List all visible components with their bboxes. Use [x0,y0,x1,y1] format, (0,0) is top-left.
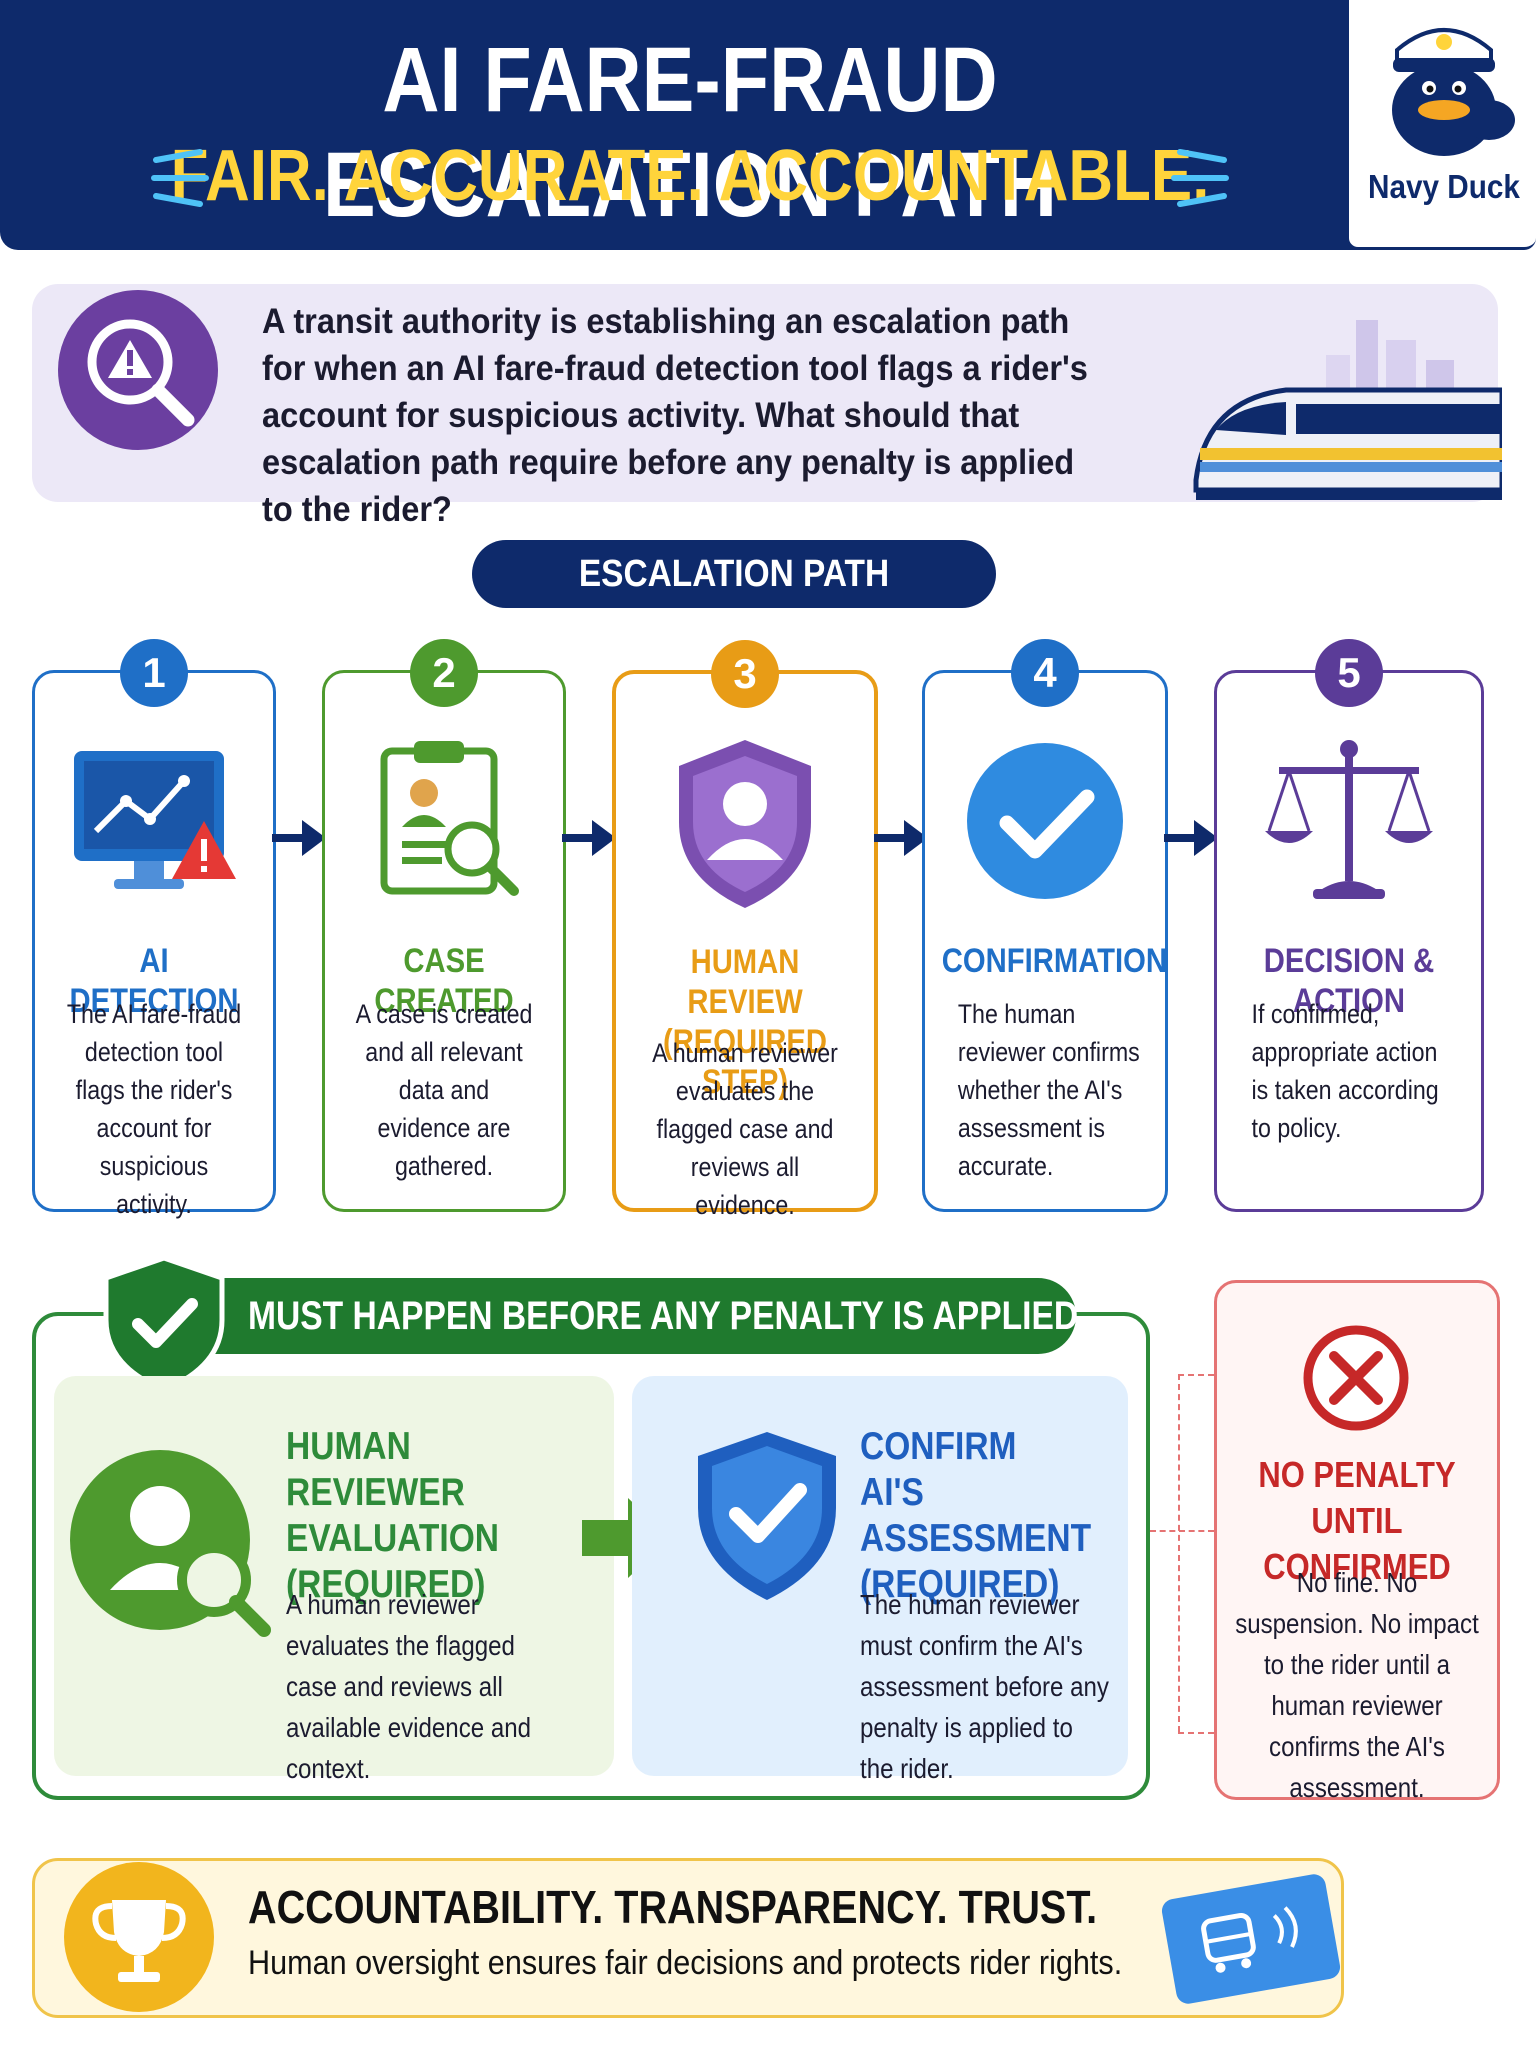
no-penalty-description: No fine. No suspension. No impact to the… [1235,1567,1479,1803]
arrow-right-icon [272,820,326,856]
footer-title: ACCOUNTABILITY. TRANSPARENCY. TRUST. [248,1881,1098,1933]
clipboard-search-icon [380,741,519,896]
monitor-alert-icon [74,751,236,889]
no-penalty-title: NO PENALTY UNTIL CONFIRMED [1258,1454,1456,1587]
user-search-icon [70,1450,271,1637]
scales-of-justice-icon [1265,740,1433,899]
step-decision-action: 5 DECISION & ACTION If confirmed, approp… [1214,639,1484,1212]
must-happen-banner: MUST HAPPEN BEFORE ANY PENALTY IS APPLIE… [160,1278,1078,1354]
navy-duck-logo-icon [1392,28,1515,156]
step-description: The AI fare-fraud detection tool flags t… [66,999,242,1219]
checkmark-circle-icon [967,743,1123,899]
shield-check-icon [103,1255,225,1393]
confirm-assessment-description: The human reviewer must confirm the AI's… [860,1589,1109,1784]
shield-user-icon [679,740,811,908]
confirm-assessment-title: CONFIRM AI'S ASSESSMENT (REQUIRED) [860,1425,1092,1606]
step-human-review: 3 HUMAN REVIEW (REQUIRED STEP) A human r… [612,640,878,1220]
connector-line [1178,1374,1180,1732]
shield-check-blue-icon [698,1432,836,1600]
step-title: DECISION & ACTION [1263,942,1435,1020]
connector-line [1178,1732,1214,1734]
arrow-right-icon [874,820,928,856]
footer-panel [32,1858,1344,2018]
reviewer-evaluation-description: A human reviewer evaluates the flagged c… [286,1589,532,1784]
step-description: A case is created and all relevant data … [355,999,533,1181]
transit-card-icon [1161,1874,1341,2004]
page-title: AI FARE-FRAUD ESCALATION PATH [322,29,1058,236]
step-description: If confirmed, appropriate action is take… [1251,999,1439,1143]
prohibited-icon [1303,1325,1409,1431]
arrow-right-icon [1164,820,1218,856]
step-ai-detection: 1 AI DETECTION The AI fare-fraud detecti… [32,639,276,1219]
step-number: 1 [120,639,188,707]
reviewer-evaluation-title: HUMAN REVIEWER EVALUATION (REQUIRED) [286,1425,500,1606]
logo-text: Navy Duck [1368,168,1520,205]
step-number: 4 [1011,639,1079,707]
connector-line [1178,1374,1214,1376]
step-number: 2 [410,639,478,707]
intro-icon-circle [58,290,218,450]
train-icon [1193,320,1502,500]
trophy-icon [92,1900,186,1982]
trophy-icon-circle [64,1862,214,2012]
step-number: 5 [1315,639,1383,707]
rays-right-icon [1171,149,1229,207]
connector-line [1150,1530,1214,1532]
rays-left-icon [151,149,209,207]
step-description: A human reviewer evaluates the flagged c… [652,1038,838,1220]
header-banner [0,0,1536,250]
step-title: CASE CREATED [374,942,514,1020]
step-case-created: 2 CASE CREATED A case is created and all… [322,639,566,1212]
step-title: AI DETECTION [69,942,239,1020]
arrow-right-icon [562,820,616,856]
search-warning-icon [87,319,195,427]
confirm-assessment-panel [632,1376,1128,1776]
page-subtitle: FAIR. ACCURATE. ACCOUNTABLE. [170,136,1210,216]
step-description: The human reviewer confirms whether the … [957,999,1140,1181]
footer-description: Human oversight ensures fair decisions a… [248,1944,1123,1982]
step-number: 3 [711,640,779,708]
overview-label: ESCALATION PATH OVERVIEW [472,540,996,663]
intro-question: A transit authority is establishing an e… [262,302,1088,529]
step-confirmation: 4 CONFIRMATION The human reviewer confir… [922,639,1168,1212]
logo-card: Navy Duck [1346,0,1536,250]
step-title: CONFIRMATION [941,942,1168,980]
step-title: HUMAN REVIEW (REQUIRED STEP) [662,943,828,1101]
